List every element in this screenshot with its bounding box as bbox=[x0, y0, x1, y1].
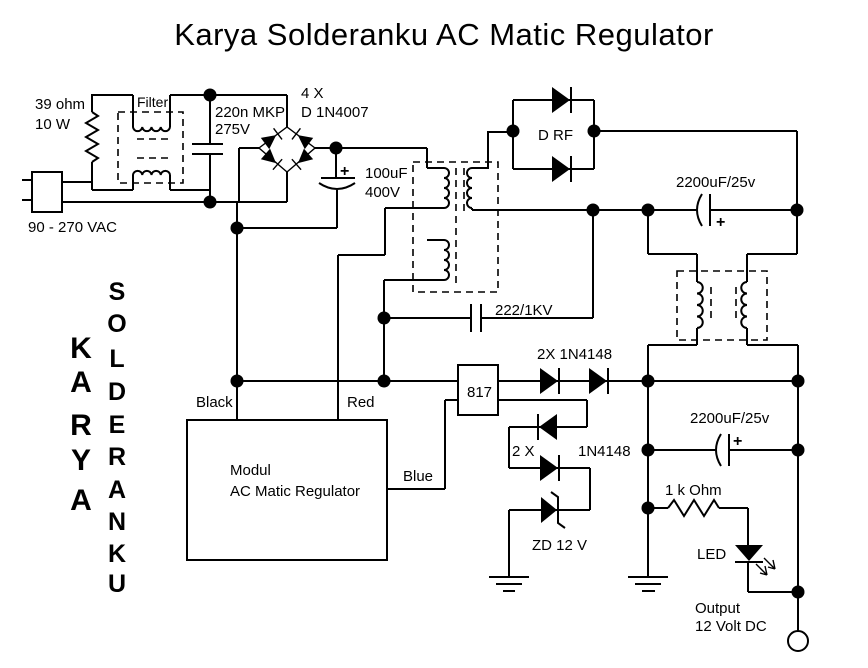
mkp-capacitor-voltage-label: 275V bbox=[215, 121, 250, 138]
emi-filter bbox=[92, 94, 288, 191]
brand-letter: Y bbox=[71, 444, 91, 477]
led bbox=[735, 545, 798, 593]
output-terminal bbox=[787, 592, 809, 652]
rf-diode-label: D RF bbox=[538, 127, 573, 144]
hv-capacitor bbox=[384, 210, 594, 332]
bridge-qty-label: 4 X bbox=[301, 85, 324, 102]
clamp-diodes-part-label: 1N4148 bbox=[578, 443, 631, 460]
brand-letter: A bbox=[70, 484, 92, 517]
diagram-title: Karya Solderanku AC Matic Regulator bbox=[174, 17, 714, 52]
brand-letter: S bbox=[109, 278, 126, 306]
input-resistor-value-label: 39 ohm bbox=[35, 96, 85, 113]
series-diodes-label: 2X 1N4148 bbox=[537, 346, 612, 363]
output-label-line1: Output bbox=[695, 600, 741, 617]
brand-letter: L bbox=[109, 345, 124, 373]
bulk-capacitor-value-label: 100uF bbox=[365, 165, 408, 182]
ac-plug bbox=[22, 171, 287, 213]
clamp-diodes-qty-label: 2 X bbox=[512, 443, 535, 460]
bridge-rectifier bbox=[236, 126, 444, 420]
output-capacitor-2-label: 2200uF/25v bbox=[690, 410, 770, 427]
bulk-capacitor-voltage-label: 400V bbox=[365, 184, 400, 201]
led-resistor-label: 1 k Ohm bbox=[665, 482, 722, 499]
ac-input-range-label: 90 - 270 VAC bbox=[28, 219, 117, 236]
output-capacitor-2 bbox=[648, 433, 798, 467]
mkp-capacitor bbox=[192, 95, 223, 202]
led-resistor bbox=[648, 498, 749, 545]
bulk-capacitor-plus-sign: + bbox=[340, 163, 349, 180]
brand-letter: D bbox=[108, 378, 126, 406]
brand-letter: O bbox=[107, 310, 126, 338]
ground-symbol-2 bbox=[628, 576, 668, 592]
brand-letter: E bbox=[109, 411, 126, 439]
hv-capacitor-label: 222/1KV bbox=[495, 302, 553, 319]
red-wire-label: Red bbox=[347, 394, 375, 411]
zener-label: ZD 12 V bbox=[532, 537, 587, 554]
optocoupler-817 bbox=[237, 364, 798, 416]
brand-letter: K bbox=[108, 540, 126, 568]
output-label-line2: 12 Volt DC bbox=[695, 618, 767, 635]
blue-wire-label: Blue bbox=[403, 468, 433, 485]
main-transformer bbox=[337, 131, 697, 420]
input-resistor-power-label: 10 W bbox=[35, 116, 71, 133]
output-capacitor-1-label: 2200uF/25v bbox=[676, 174, 756, 191]
module-box bbox=[186, 399, 458, 561]
module-label-line1: Modul bbox=[230, 462, 271, 479]
brand-letter: A bbox=[108, 476, 126, 504]
rf-diode-block bbox=[512, 86, 798, 210]
mkp-capacitor-value-label: 220n MKP bbox=[215, 104, 285, 121]
brand-letter: R bbox=[108, 443, 126, 471]
output-transformer bbox=[647, 210, 799, 631]
black-wire-label: Black bbox=[196, 394, 233, 411]
brand-letter: N bbox=[108, 508, 126, 536]
brand-karya-column: K A R Y A bbox=[70, 332, 92, 517]
ground-symbol-1 bbox=[489, 576, 529, 592]
output-capacitor-1 bbox=[696, 193, 797, 227]
filter-label: Filter bbox=[137, 94, 168, 110]
zener-diode bbox=[541, 491, 566, 529]
output-capacitor-2-plus-sign: + bbox=[733, 433, 742, 450]
brand-letter: K bbox=[70, 332, 92, 365]
led-label: LED bbox=[697, 546, 726, 563]
module-label-line2: AC Matic Regulator bbox=[230, 483, 360, 500]
bridge-part-label: D 1N4007 bbox=[301, 104, 369, 121]
brand-letter: U bbox=[108, 570, 126, 598]
output-capacitor-1-plus-sign: + bbox=[716, 214, 725, 231]
brand-letter: A bbox=[70, 366, 92, 399]
brand-letter: R bbox=[70, 409, 92, 442]
optocoupler-label: 817 bbox=[467, 384, 492, 401]
input-resistor bbox=[84, 94, 133, 190]
junction-dots bbox=[203, 88, 805, 599]
wires bbox=[22, 86, 809, 652]
brand-solderanku-column: S O L D E R A N K U bbox=[107, 278, 126, 598]
bulk-capacitor bbox=[237, 148, 356, 229]
